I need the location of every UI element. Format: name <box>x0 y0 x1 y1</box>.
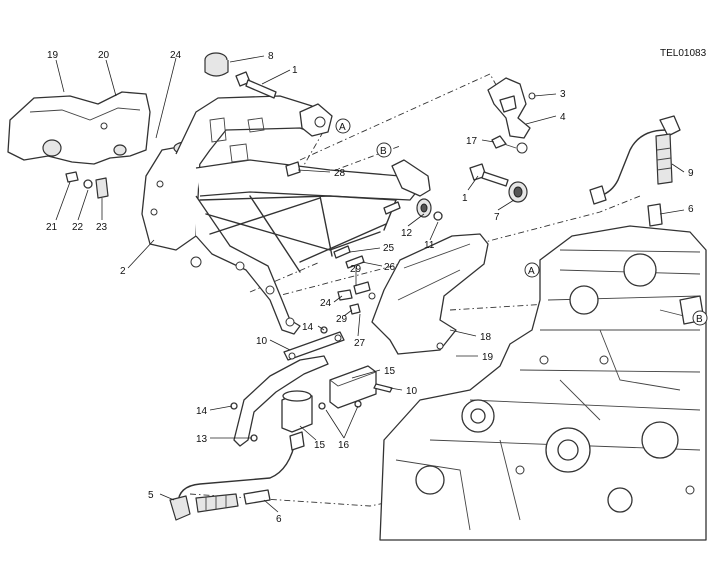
callout-11: 11 <box>424 240 435 251</box>
view-marker-a-engine <box>524 262 540 278</box>
bolt-1-top <box>235 71 277 99</box>
callout-4: 4 <box>560 112 566 123</box>
callout-1b: 1 <box>462 193 468 204</box>
callout-17: 17 <box>466 136 478 147</box>
callout-10b: 10 <box>406 386 418 397</box>
callout-10: 10 <box>256 336 268 347</box>
callout-3: 3 <box>560 89 566 100</box>
callout-14: 14 <box>302 322 314 333</box>
engine-block <box>379 225 707 541</box>
callout-25: 25 <box>383 243 395 254</box>
callout-28: 28 <box>334 168 346 179</box>
svg-text:A: A <box>339 122 346 133</box>
component-15 <box>281 365 377 433</box>
drawing-code: TEL01083 <box>660 48 707 59</box>
view-markers: A B A B <box>335 118 708 326</box>
callout-21: 21 <box>46 222 58 233</box>
view-marker-b-top <box>376 142 392 158</box>
callout-15: 15 <box>384 366 396 377</box>
bolt-1-right <box>469 163 509 187</box>
callout-2: 2 <box>120 266 126 277</box>
callout-20: 20 <box>98 50 110 61</box>
callout-23: 23 <box>96 222 108 233</box>
svg-text:A: A <box>528 266 535 277</box>
callout-29: 29 <box>350 264 362 275</box>
callout-13: 13 <box>196 434 208 445</box>
view-marker-a-top <box>335 118 351 134</box>
callout-19: 19 <box>47 50 59 61</box>
callout-8: 8 <box>268 51 274 62</box>
callout-7: 7 <box>494 212 500 223</box>
callout-24b: 24 <box>320 298 332 309</box>
screw-11 <box>433 211 443 221</box>
rubber-bush-7 <box>508 181 528 203</box>
callout-16: 16 <box>338 440 350 451</box>
callout-5: 5 <box>148 490 154 501</box>
callout-6b: 6 <box>276 514 282 525</box>
callout-14b: 14 <box>196 406 208 417</box>
callout-22: 22 <box>72 222 84 233</box>
fasteners-21-23 <box>65 171 109 199</box>
callout-1: 1 <box>292 65 298 76</box>
frame-side-cover <box>7 91 151 165</box>
callout-26: 26 <box>384 262 396 273</box>
view-marker-b-engine <box>692 310 708 326</box>
heat-shield-18 <box>371 233 489 355</box>
callout-6: 6 <box>688 204 694 215</box>
svg-text:B: B <box>380 146 387 157</box>
callout-labels: 19 20 24 8 1 3 4 17 1 7 9 6 28 12 11 25 … <box>46 50 694 525</box>
sensor-9 <box>589 115 681 227</box>
callout-18: 18 <box>480 332 492 343</box>
svg-text:B: B <box>696 314 703 325</box>
sensor-cable-5 <box>169 431 305 521</box>
callout-27: 27 <box>354 338 366 349</box>
leader-lines <box>55 55 685 513</box>
callout-15b: 15 <box>314 440 326 451</box>
callout-29b: 29 <box>336 314 348 325</box>
callout-12: 12 <box>401 228 413 239</box>
clip-28 <box>285 161 301 177</box>
callout-24: 24 <box>170 50 182 61</box>
callout-19b: 19 <box>482 352 494 363</box>
rubber-bush-12 <box>416 198 432 218</box>
callout-9: 9 <box>688 168 694 179</box>
main-frame <box>141 95 431 335</box>
bracket-4 <box>487 77 536 154</box>
rubber-bush-8 <box>204 52 229 77</box>
lower-bracket-13 <box>233 331 345 447</box>
